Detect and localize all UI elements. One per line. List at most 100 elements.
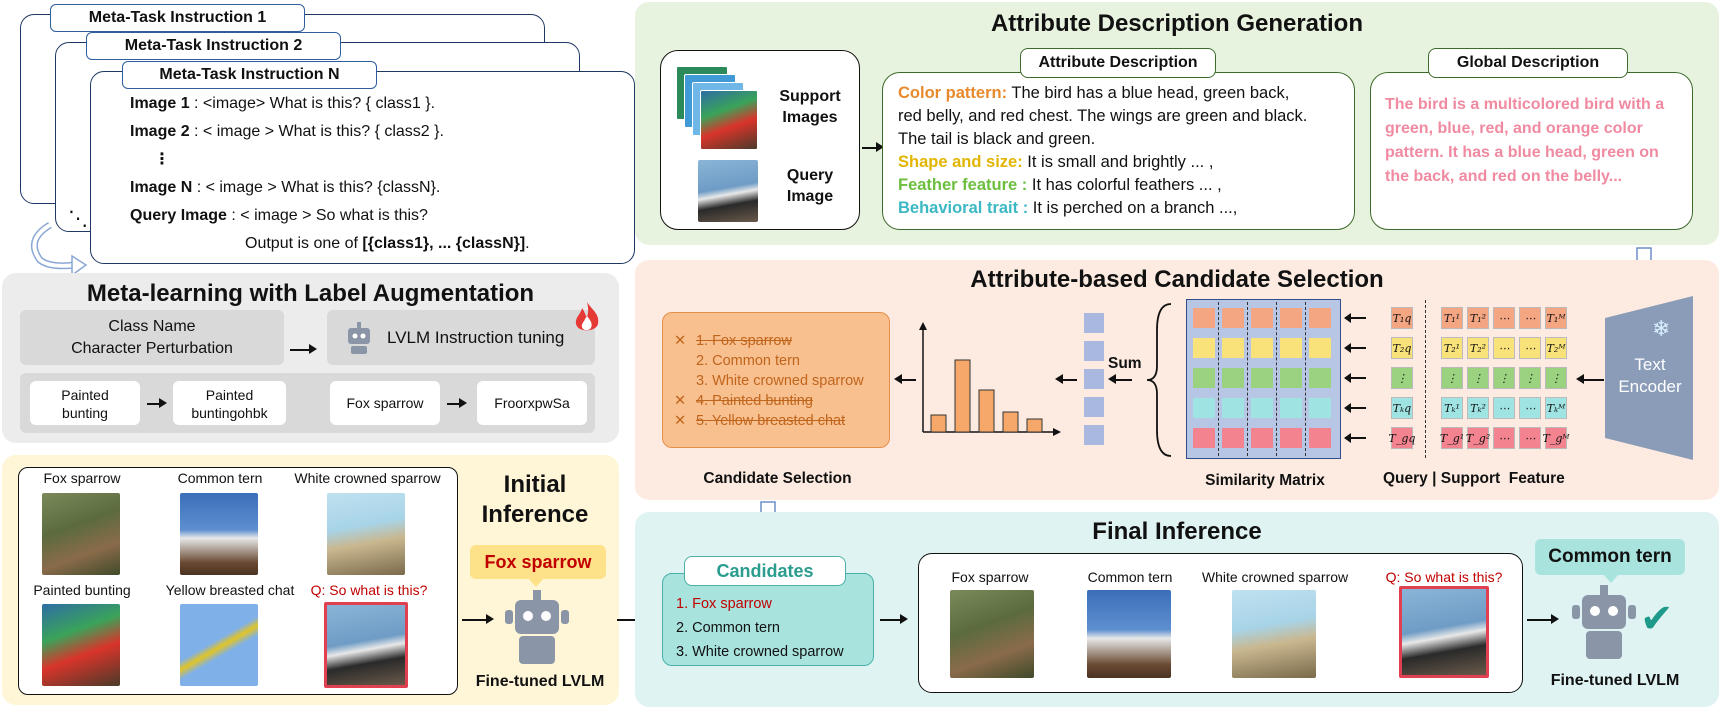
attr-line-color-2: red belly, and red chest. The wings are … — [898, 107, 1308, 125]
support-token: Tₖ¹ — [1441, 397, 1463, 419]
matrix-divider — [1305, 302, 1306, 456]
bird-image-query — [324, 602, 408, 688]
query-image-label: Query Image — [786, 167, 834, 205]
final-candidate-list: 1. Fox sparrow 2. Common tern 3. White c… — [676, 592, 871, 664]
candidate-list: ✕1. Fox sparrow 2. Common tern 3. White … — [674, 331, 889, 431]
support-token: ⋯ — [1519, 307, 1541, 329]
support-token: ⋮ — [1545, 367, 1567, 389]
support-token: ⋯ — [1493, 337, 1515, 359]
robot-icon — [505, 590, 569, 664]
support-token: T_gᴹ — [1543, 427, 1570, 449]
similarity-matrix — [1186, 299, 1341, 459]
arrow-encoder-to-features — [1582, 379, 1604, 381]
attr-desc-lines: Color pattern: The bird has a blue head,… — [898, 82, 1348, 220]
hist-x-arrow-icon — [1053, 428, 1061, 436]
support-token: T₁ᴹ — [1545, 307, 1567, 329]
matrix-cell — [1309, 428, 1331, 448]
support-token: ⋯ — [1493, 397, 1515, 419]
sum-vector — [1084, 313, 1104, 448]
matrix-cell — [1309, 398, 1331, 418]
support-token: ⋯ — [1519, 337, 1541, 359]
matrix-divider — [1247, 302, 1248, 456]
matrix-cell — [1222, 428, 1244, 448]
support-token: T_g² — [1466, 427, 1490, 449]
final-candidate-3: 3. White crowned sparrow — [676, 644, 844, 660]
final-bird-label-fox-sparrow: Fox sparrow — [951, 569, 1029, 585]
robot-icon — [348, 321, 370, 354]
arrow-ex1 — [147, 403, 161, 405]
support-token: ⋮ — [1519, 367, 1541, 389]
meta-task-stack: Meta-Task Instruction 1 Meta-Task Instru… — [20, 4, 635, 264]
matrix-cell — [1280, 338, 1302, 358]
bird-image-painted-bunting — [42, 604, 120, 686]
arrow-head-icon — [1344, 433, 1351, 443]
matrix-cell — [1309, 338, 1331, 358]
arrow-birds-to-robot — [1527, 619, 1553, 621]
bird-image-white-crowned-sparrow — [327, 493, 405, 575]
support-token: Tₖ² — [1467, 397, 1489, 419]
bird-label-fox-sparrow: Fox sparrow — [43, 470, 121, 486]
matrix-cell — [1193, 428, 1215, 448]
initial-inference-title: Initial Inference — [481, 471, 589, 528]
bird-image-fox-sparrow — [42, 493, 120, 575]
query-token: T_gq — [1389, 427, 1415, 449]
meta-task-tab-2: Meta-Task Instruction 2 — [86, 32, 341, 60]
arrow-sum-to-hist — [1063, 379, 1077, 381]
arrow-to-attr-desc — [862, 147, 878, 149]
matrix-cell — [1251, 338, 1273, 358]
support-images-label: Support Images — [779, 88, 841, 126]
bird-label-common-tern: Common tern — [177, 470, 263, 486]
sum-cell — [1084, 397, 1104, 417]
meta-task-card-n — [90, 71, 635, 264]
support-token: T₂ᴹ — [1545, 337, 1567, 359]
matrix-cell — [1193, 368, 1215, 388]
matrix-cell — [1193, 398, 1215, 418]
support-token: ⋯ — [1493, 307, 1515, 329]
arrow-head-icon — [1551, 614, 1559, 624]
fire-icon — [575, 302, 599, 331]
matrix-cell — [1309, 368, 1331, 388]
matrix-divider — [1276, 302, 1277, 456]
hist-bar-2 — [954, 359, 971, 433]
arrow-head-icon — [1344, 313, 1351, 323]
arrow-head-icon — [159, 398, 167, 408]
final-candidates-title: Candidates — [684, 556, 846, 586]
bird-label-white-crowned-sparrow: White crowned sparrow — [294, 470, 441, 486]
query-support-divider — [1425, 300, 1426, 458]
final-bird-image-white-crowned-sparrow — [1232, 590, 1316, 678]
matrix-cell — [1222, 308, 1244, 328]
candidate-item-3: 3. White crowned sparrow — [696, 373, 864, 389]
attr-gen-title: Attribute Description Generation — [990, 10, 1364, 37]
support-token: T₁² — [1467, 307, 1489, 329]
feature-arrow — [1350, 377, 1366, 379]
final-bird-label-common-tern: Common tern — [1087, 569, 1173, 585]
support-token: ⋮ — [1467, 367, 1489, 389]
support-token: T₂² — [1467, 337, 1489, 359]
matrix-cell — [1193, 338, 1215, 358]
example-painted-buntingohbk: Painted buntingohbk — [173, 381, 286, 425]
arrow-head-icon — [894, 374, 902, 384]
meta-task-ellipsis: ⋱ — [68, 208, 88, 230]
support-token: ⋮ — [1493, 367, 1515, 389]
hist-bar-1 — [930, 414, 947, 433]
matrix-cell — [1222, 398, 1244, 418]
hist-bar-5 — [1026, 418, 1043, 433]
attr-desc-box — [882, 72, 1355, 230]
feature-arrow — [1350, 407, 1366, 409]
support-token: T_g¹ — [1440, 427, 1464, 449]
bird-image-yellow-breasted-chat — [180, 604, 258, 686]
support-image-painted-bunting — [700, 90, 758, 150]
candidate-item-2: 2. Common tern — [696, 353, 800, 369]
initial-model-label: Fine-tuned LVLM — [475, 673, 605, 690]
meta-line-2: Image 2 : < image > What is this? { clas… — [130, 123, 444, 140]
initial-answer-bubble: Fox sparrow — [470, 545, 606, 579]
arrow-head-icon — [876, 142, 884, 152]
final-bird-image-fox-sparrow — [950, 590, 1034, 678]
arrow-head-icon — [459, 398, 467, 408]
final-inference-title: Final Inference — [1092, 518, 1262, 545]
hist-bar-3 — [978, 389, 995, 433]
arrow-head-icon — [1576, 374, 1584, 384]
attr-line-feather: Feather feature : It has colorful feathe… — [898, 176, 1222, 194]
arrow-head-icon — [486, 614, 494, 624]
matrix-cell — [1280, 398, 1302, 418]
